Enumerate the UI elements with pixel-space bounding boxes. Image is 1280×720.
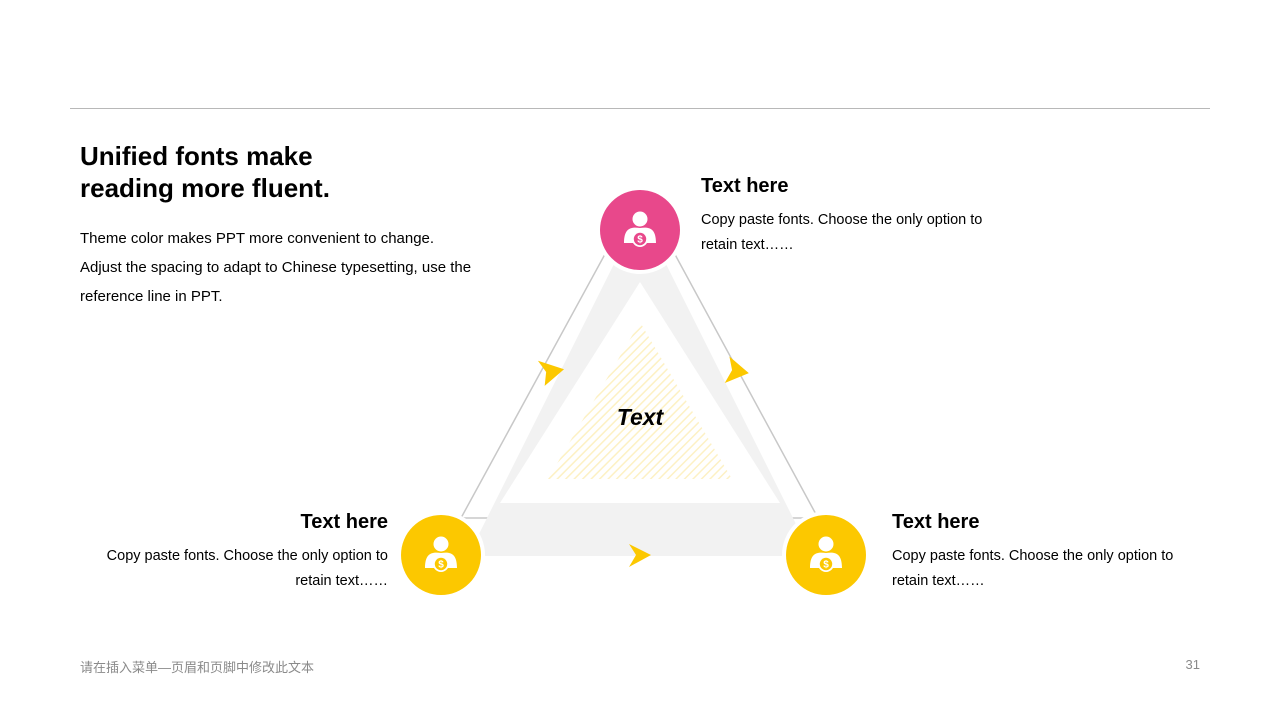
node-left-desc: Copy paste fonts. Choose the only option… [88, 544, 388, 594]
inner-hatched-triangle [548, 322, 732, 479]
node-left-circle [397, 511, 485, 599]
center-label: Text [616, 404, 664, 430]
node-top-title: Text here [701, 175, 789, 197]
node-top-circle [596, 186, 684, 274]
footer-text: 请在插入菜单—页眉和页脚中修改此文本 [80, 660, 315, 675]
node-top-desc-line-2: retain text…… [701, 237, 794, 253]
node-left-desc-line-2: retain text…… [295, 573, 388, 589]
node-right-circle [782, 511, 870, 599]
node-right-text: Text here Copy paste fonts. Choose the o… [892, 510, 1192, 594]
headline-line-1: Unified fonts make [80, 141, 313, 171]
body-line-3: reference line in PPT. [80, 288, 223, 305]
arrow-left-icon [537, 360, 565, 386]
page-number: 31 [1185, 657, 1200, 672]
headline: Unified fonts make reading more fluent. [80, 140, 400, 204]
node-top-desc: Copy paste fonts. Choose the only option… [701, 208, 1001, 258]
node-right-title: Text here [892, 511, 980, 533]
node-left-title: Text here [300, 511, 388, 533]
arrow-bottom-icon [629, 544, 651, 567]
node-left-desc-line-1: Copy paste fonts. Choose the only option… [106, 548, 388, 564]
top-divider [70, 108, 1210, 109]
node-right-desc: Copy paste fonts. Choose the only option… [892, 544, 1192, 594]
node-left-text: Text here Copy paste fonts. Choose the o… [88, 510, 388, 594]
node-right-desc-line-1: Copy paste fonts. Choose the only option… [892, 548, 1174, 564]
headline-line-2: reading more fluent. [80, 173, 330, 203]
arrow-right-icon [724, 356, 749, 384]
node-top-desc-line-1: Copy paste fonts. Choose the only option… [701, 212, 983, 228]
body-line-2: Adjust the spacing to adapt to Chinese t… [80, 259, 472, 276]
arrow-markers [537, 356, 749, 567]
node-top-text: Text here Copy paste fonts. Choose the o… [701, 174, 1001, 258]
node-right-desc-line-2: retain text…… [892, 573, 985, 589]
body-line-1: Theme color makes PPT more convenient to… [80, 230, 435, 247]
body-text: Theme color makes PPT more convenient to… [80, 224, 520, 311]
triangle-band [468, 212, 812, 556]
